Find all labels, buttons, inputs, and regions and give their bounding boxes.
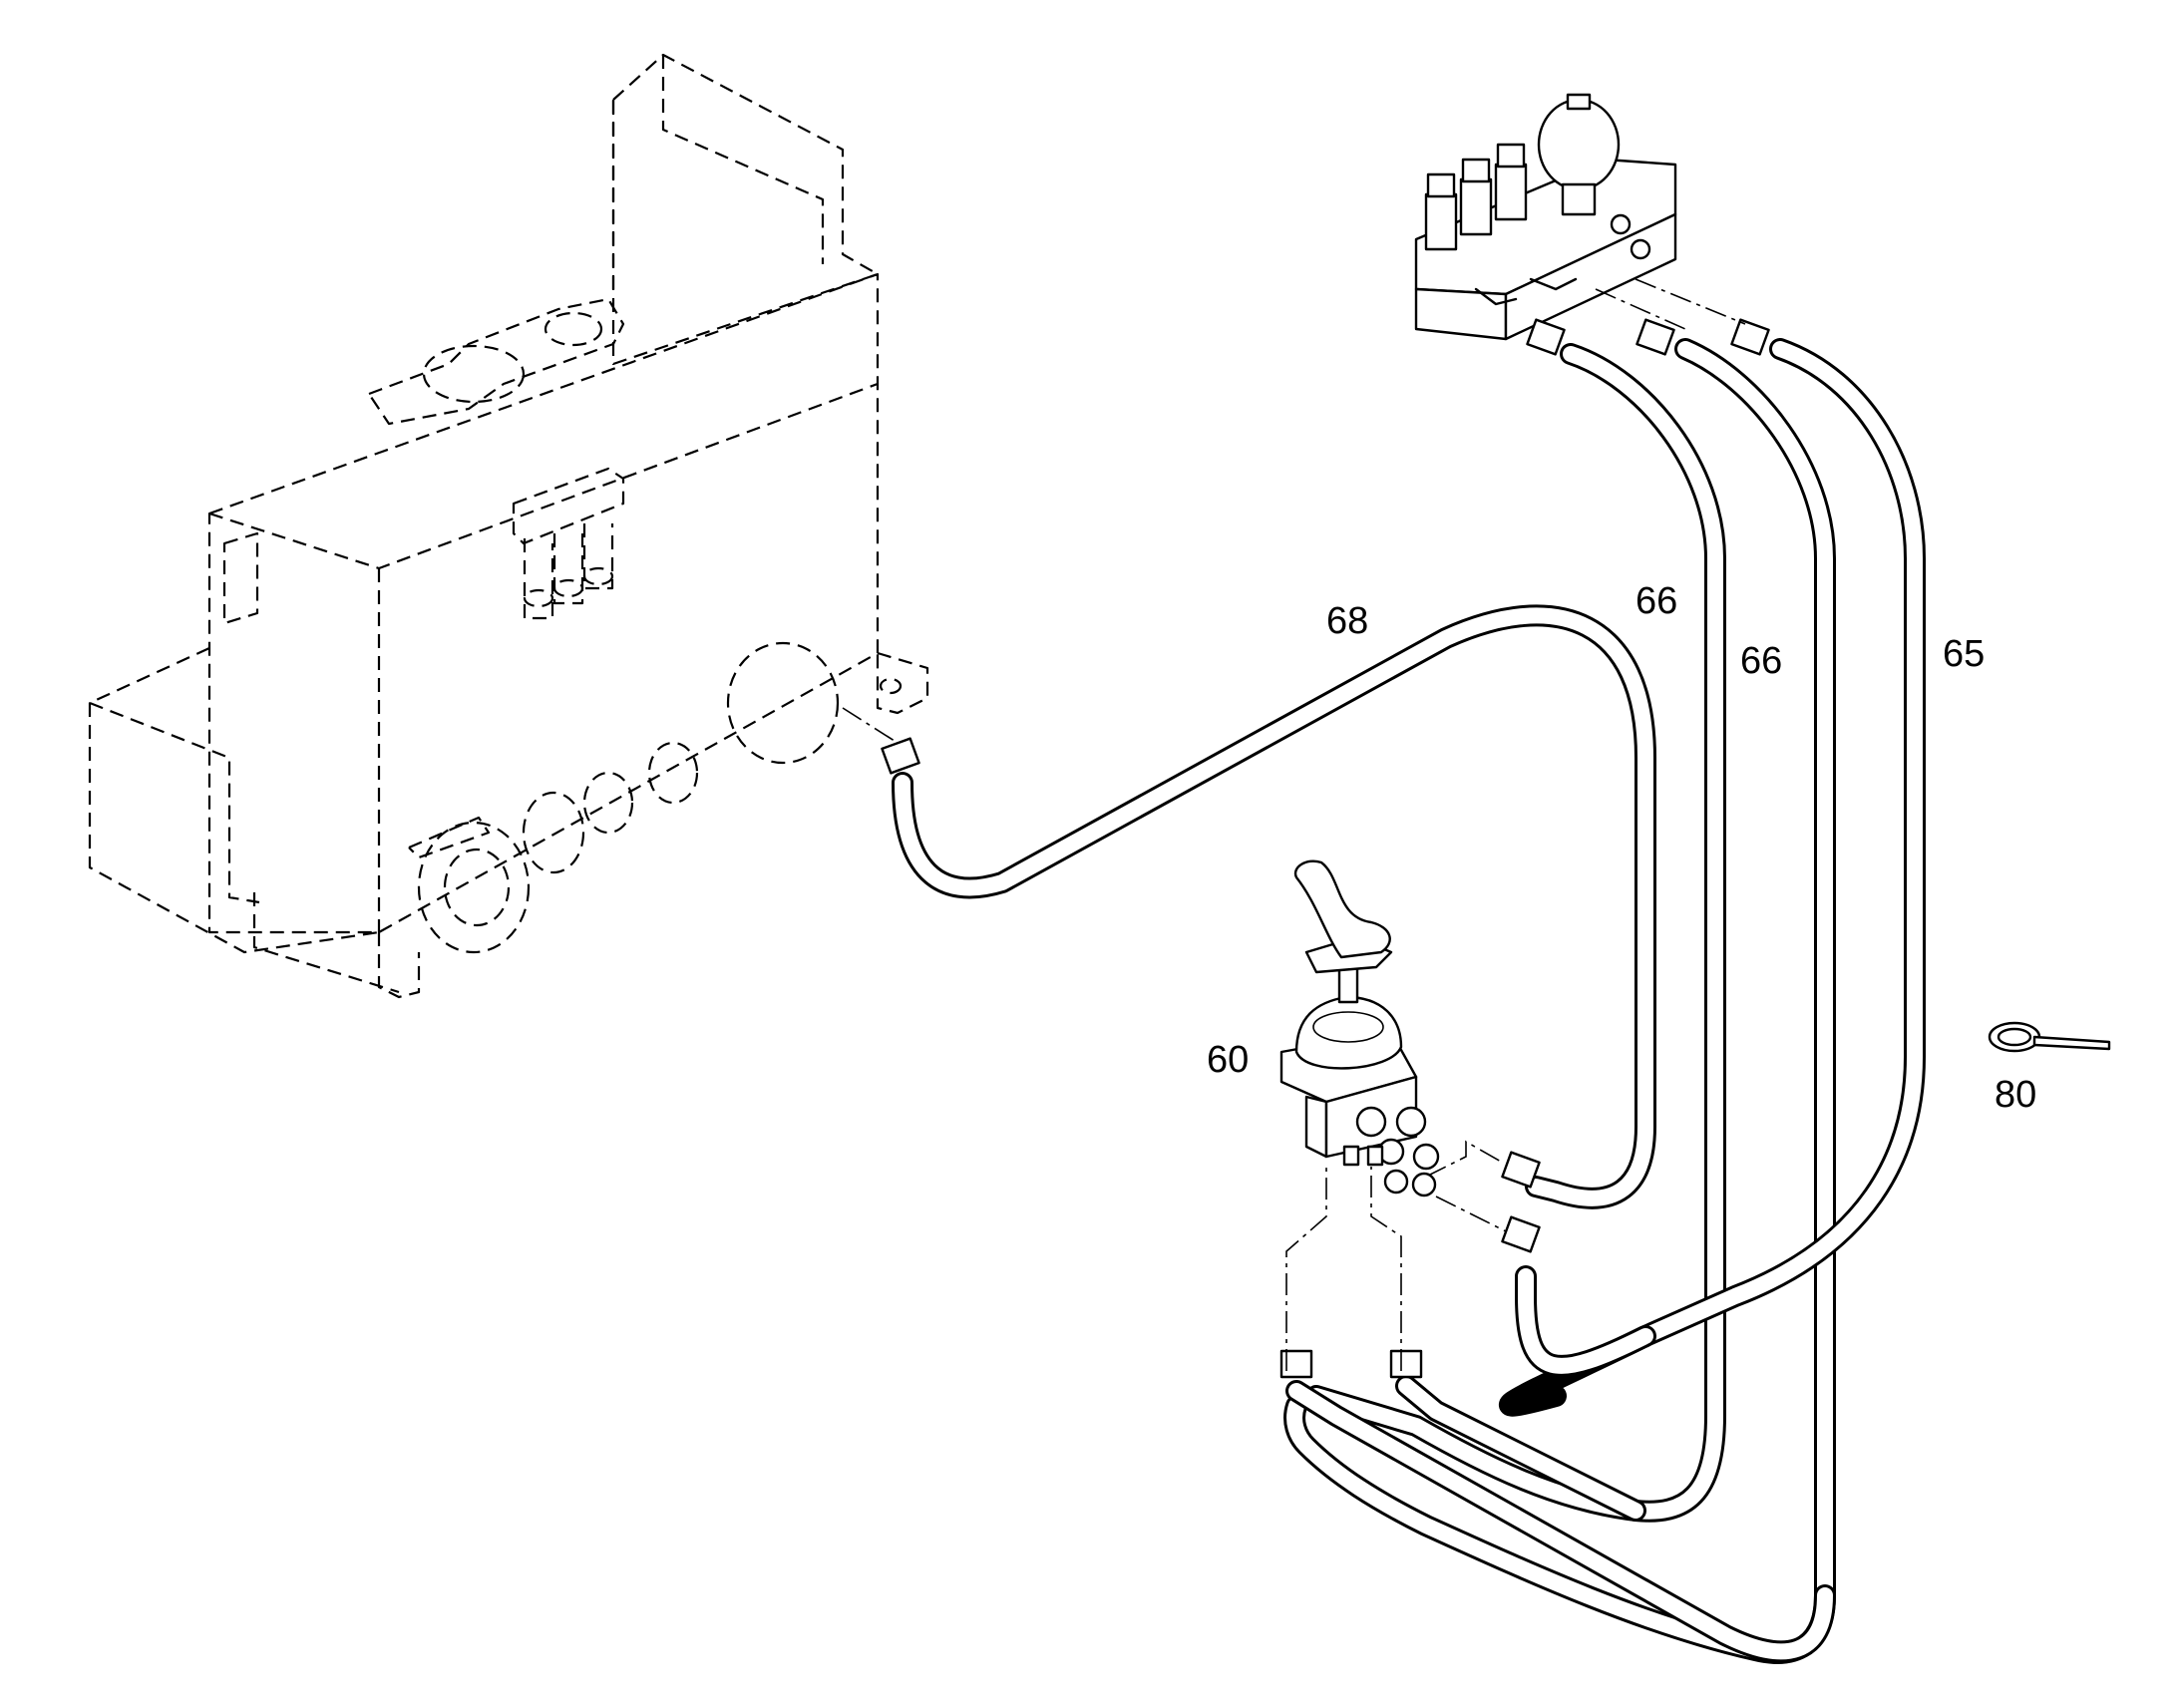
valve-block-icon <box>1414 93 1677 341</box>
callout-80: 80 <box>1995 1074 2036 1116</box>
hydraulic-tank-icon <box>88 53 929 999</box>
hoses <box>892 338 1926 1664</box>
callout-65: 65 <box>1943 633 1985 675</box>
cable-tie-icon <box>1988 1021 2111 1053</box>
hose-fittings <box>881 318 1770 1379</box>
callout-68: 68 <box>1326 600 1368 642</box>
callout-60: 60 <box>1207 1039 1249 1081</box>
leader-lines <box>842 278 1746 1371</box>
callout-66-b: 66 <box>1740 640 1782 682</box>
callout-66-a: 66 <box>1635 580 1677 622</box>
joystick-valve-icon <box>1279 859 1440 1197</box>
